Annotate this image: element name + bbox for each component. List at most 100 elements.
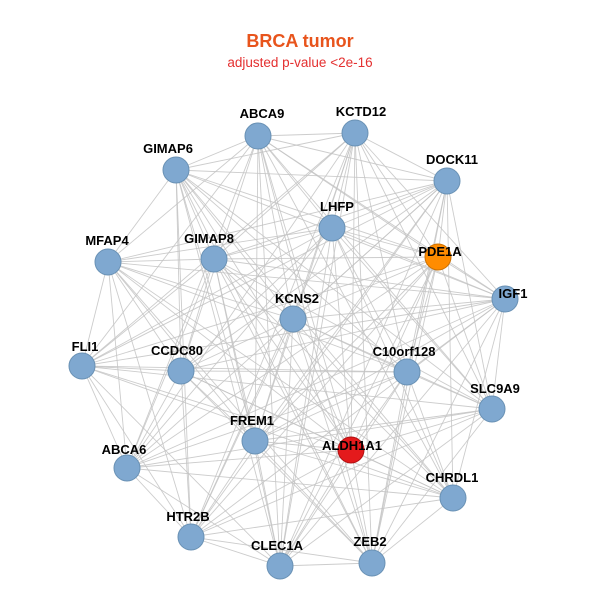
figure-title: BRCA tumor bbox=[246, 31, 353, 51]
edge bbox=[331, 227, 352, 451]
edge bbox=[190, 132, 356, 538]
edge bbox=[81, 227, 333, 367]
edge bbox=[175, 169, 215, 260]
node-label-CHRDL1: CHRDL1 bbox=[426, 470, 479, 485]
edge bbox=[190, 318, 294, 538]
edge bbox=[180, 318, 294, 372]
edge bbox=[279, 371, 408, 567]
edge bbox=[175, 169, 454, 499]
edge bbox=[81, 365, 408, 373]
edge bbox=[126, 298, 506, 469]
edge bbox=[107, 261, 373, 564]
figure-subtitle: adjusted p-value <2e-16 bbox=[227, 55, 372, 70]
edge bbox=[354, 132, 506, 300]
edge bbox=[180, 227, 333, 372]
node-ZEB2 bbox=[358, 549, 386, 577]
edge bbox=[180, 370, 373, 564]
node-HTR2B bbox=[177, 523, 205, 551]
edge bbox=[180, 180, 448, 372]
edge bbox=[175, 169, 281, 567]
edge bbox=[254, 135, 259, 442]
edge bbox=[126, 449, 352, 469]
edge bbox=[81, 258, 215, 367]
edge bbox=[190, 536, 373, 564]
edge bbox=[354, 132, 448, 182]
edge bbox=[292, 318, 352, 451]
edge bbox=[175, 169, 493, 410]
edge bbox=[107, 261, 454, 499]
edge bbox=[107, 261, 128, 469]
edge bbox=[190, 440, 256, 538]
edge bbox=[126, 135, 259, 469]
edge bbox=[331, 227, 506, 300]
edge bbox=[81, 135, 259, 367]
node-KCTD12 bbox=[341, 119, 369, 147]
edge bbox=[175, 169, 182, 372]
edge bbox=[180, 298, 506, 372]
edge bbox=[213, 132, 356, 260]
edge bbox=[452, 298, 506, 499]
edge bbox=[213, 258, 352, 451]
node-SLC9A9 bbox=[478, 395, 506, 423]
node-CHRDL1 bbox=[439, 484, 467, 512]
node-C10orf128 bbox=[393, 358, 421, 386]
node-label-LHFP: LHFP bbox=[320, 199, 354, 214]
edge bbox=[213, 258, 294, 320]
node-FLI1 bbox=[68, 352, 96, 380]
node-label-KCNS2: KCNS2 bbox=[275, 291, 319, 306]
edge bbox=[190, 536, 281, 567]
edge bbox=[126, 467, 454, 499]
edge bbox=[350, 408, 493, 451]
edge bbox=[107, 261, 352, 451]
node-LHFP bbox=[318, 214, 346, 242]
node-IGF1 bbox=[491, 285, 519, 313]
node-label-ALDH1A1: ALDH1A1 bbox=[322, 438, 382, 453]
edge bbox=[257, 135, 352, 451]
edge bbox=[354, 132, 373, 564]
edge bbox=[175, 169, 439, 258]
edge bbox=[107, 261, 192, 538]
node-KCNS2 bbox=[279, 305, 307, 333]
edge bbox=[81, 365, 182, 372]
edge bbox=[81, 180, 448, 367]
edge bbox=[354, 132, 439, 258]
edge bbox=[81, 261, 109, 367]
edge bbox=[175, 169, 448, 182]
edge bbox=[491, 298, 506, 410]
edge bbox=[254, 318, 294, 442]
edge bbox=[406, 256, 439, 373]
node-PDE1A bbox=[424, 243, 452, 271]
edge bbox=[107, 169, 177, 263]
edge bbox=[350, 371, 408, 451]
edge bbox=[257, 135, 448, 182]
edge bbox=[257, 135, 493, 410]
edge bbox=[107, 261, 256, 442]
edge bbox=[175, 169, 408, 373]
edge bbox=[254, 440, 454, 499]
edge bbox=[257, 135, 373, 564]
edges-layer bbox=[81, 132, 506, 567]
edge bbox=[175, 169, 294, 320]
edge bbox=[213, 256, 439, 260]
node-label-ZEB2: ZEB2 bbox=[353, 534, 386, 549]
edge bbox=[126, 467, 192, 538]
edge bbox=[292, 318, 454, 499]
edge bbox=[213, 227, 333, 260]
edge bbox=[126, 408, 493, 469]
edge bbox=[107, 227, 333, 263]
edge bbox=[371, 371, 408, 564]
edge bbox=[254, 440, 373, 564]
node-GIMAP6 bbox=[162, 156, 190, 184]
edge bbox=[279, 408, 493, 567]
edge bbox=[107, 135, 259, 263]
edge bbox=[257, 135, 294, 320]
nodes-layer bbox=[68, 119, 519, 580]
node-label-CLEC1A: CLEC1A bbox=[251, 538, 304, 553]
edge bbox=[257, 132, 356, 137]
edge bbox=[350, 449, 454, 499]
node-ABCA9 bbox=[244, 122, 272, 150]
edge bbox=[331, 227, 439, 258]
edge bbox=[180, 370, 256, 442]
node-FREM1 bbox=[241, 427, 269, 455]
